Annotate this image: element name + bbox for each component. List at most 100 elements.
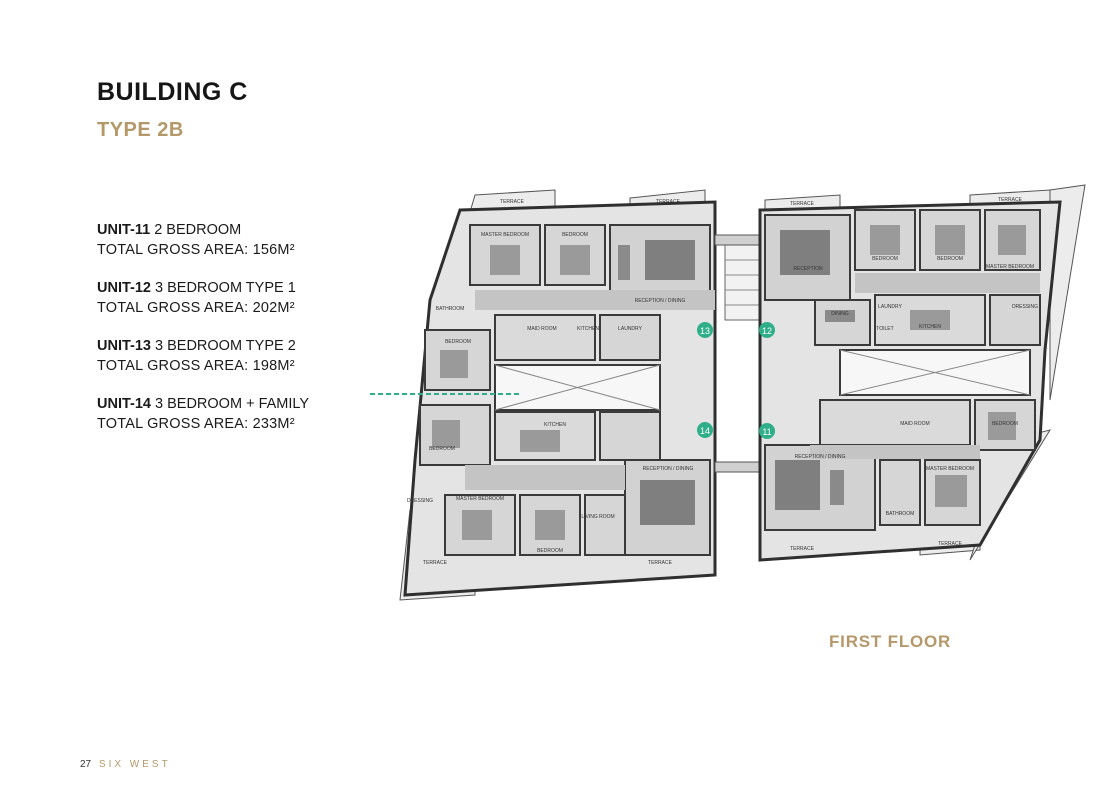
page-number: 27	[80, 759, 92, 770]
corridor	[855, 273, 1040, 293]
bridge	[714, 234, 761, 246]
room-label: BEDROOM	[445, 339, 471, 345]
room-label: KITCHEN	[577, 326, 599, 332]
unit-desc: 3 BEDROOM TYPE 2	[151, 338, 296, 354]
corridor	[810, 445, 980, 459]
room-label: MAID ROOM	[900, 421, 929, 427]
room-label: TERRACE	[790, 201, 815, 207]
unit-entry: UNIT-14 3 BEDROOM + FAMILY TOTAL GROSS A…	[97, 394, 347, 434]
unit-list: UNIT-11 2 BEDROOM TOTAL GROSS AREA: 156M…	[97, 220, 347, 452]
page-title: BUILDING C	[97, 78, 248, 106]
room-label: TERRACE	[656, 199, 681, 205]
unit-entry: UNIT-11 2 BEDROOM TOTAL GROSS AREA: 156M…	[97, 220, 347, 260]
room-label: TERRACE	[790, 546, 815, 552]
unit-entry: UNIT-12 3 BEDROOM TYPE 1 TOTAL GROSS ARE…	[97, 278, 347, 318]
bed	[988, 412, 1016, 440]
room-label: MASTER BEDROOM	[926, 466, 974, 472]
page-subtitle: TYPE 2B	[97, 119, 184, 141]
unit-marker-13	[697, 322, 713, 338]
sofa-set	[645, 240, 695, 280]
room	[814, 299, 871, 346]
room-label: MASTER BEDROOM	[986, 264, 1034, 270]
bridge	[714, 461, 761, 473]
right-building: 12 11 TERRACE TERRACE RECEPTION BEDROOM …	[758, 184, 1086, 562]
room-label: KITCHEN	[919, 324, 941, 330]
unit-area: TOTAL GROSS AREA: 156M²	[97, 242, 295, 258]
room-label: MASTER BEDROOM	[456, 496, 504, 502]
room-label: KITCHEN	[544, 422, 566, 428]
sofa-set	[780, 230, 830, 275]
room-label: DRESSING	[1012, 304, 1038, 310]
room	[819, 399, 971, 446]
bed	[560, 245, 590, 275]
room-label: BEDROOM	[937, 256, 963, 262]
room-label: BEDROOM	[562, 232, 588, 238]
room-label: LAUNDRY	[878, 304, 902, 310]
unit-desc: 3 BEDROOM + FAMILY	[151, 396, 310, 412]
unit-code: UNIT-14	[97, 396, 151, 412]
room-label: DRESSING	[407, 498, 433, 504]
room	[584, 494, 626, 556]
kitchen-island	[520, 430, 560, 452]
left-building: 13 14 TERRACE TERRACE MASTER BEDROOM BED…	[370, 189, 717, 601]
room-label: TERRACE	[998, 197, 1023, 203]
unit-marker-label: 13	[700, 326, 710, 336]
room	[599, 314, 661, 361]
room-label: BEDROOM	[537, 548, 563, 554]
unit-code: UNIT-12	[97, 280, 151, 296]
bed	[432, 420, 460, 448]
floor-plan: 13 14 TERRACE TERRACE MASTER BEDROOM BED…	[370, 184, 1086, 601]
room	[989, 294, 1041, 346]
room	[879, 459, 921, 526]
corridor	[475, 290, 715, 310]
room-label: RECEPTION	[793, 266, 823, 272]
kitchen-island	[910, 310, 950, 330]
room-label: BEDROOM	[992, 421, 1018, 427]
page-footer: 27 SIX WEST	[80, 759, 171, 770]
bed	[998, 225, 1026, 255]
bed	[490, 245, 520, 275]
unit-marker-11	[759, 423, 775, 439]
room-label: TERRACE	[423, 560, 448, 566]
room-label: LAUNDRY	[618, 326, 642, 332]
room-label: RECEPTION / DINING	[795, 454, 846, 460]
room-label: MASTER BEDROOM	[481, 232, 529, 238]
stair	[724, 244, 761, 321]
unit-code: UNIT-13	[97, 338, 151, 354]
room-label: TERRACE	[938, 541, 963, 547]
bed	[462, 510, 492, 540]
dining-table	[825, 310, 855, 322]
unit-marker-12	[759, 322, 775, 338]
unit-marker-label: 11	[762, 427, 771, 437]
unit-desc: 3 BEDROOM TYPE 1	[151, 280, 296, 296]
room-label: RECEPTION / DINING	[643, 466, 694, 472]
room-label: LIVING ROOM	[581, 514, 614, 520]
unit-desc: 2 BEDROOM	[150, 222, 242, 238]
unit-entry: UNIT-13 3 BEDROOM TYPE 2 TOTAL GROSS ARE…	[97, 336, 347, 376]
unit-marker-label: 12	[762, 326, 772, 336]
brand-name: SIX WEST	[98, 759, 171, 770]
room-label: BATHROOM	[436, 306, 465, 312]
room-label: BEDROOM	[872, 256, 898, 262]
room-label: TERRACE	[648, 560, 673, 566]
room-label: TERRACE	[500, 199, 525, 205]
room-label: MAID ROOM	[527, 326, 556, 332]
dining-table	[830, 470, 844, 505]
room	[599, 411, 661, 461]
unit-area: TOTAL GROSS AREA: 198M²	[97, 358, 295, 374]
dining-table	[618, 245, 630, 280]
unit-area: TOTAL GROSS AREA: 233M²	[97, 416, 295, 432]
room-label: TOILET	[876, 326, 893, 332]
room-label: RECEPTION / DINING	[635, 298, 686, 304]
unit-code: UNIT-11	[97, 222, 151, 238]
bed	[535, 510, 565, 540]
unit-marker-label: 14	[700, 426, 710, 436]
corridor	[465, 465, 625, 490]
unit-area: TOTAL GROSS AREA: 202M²	[97, 300, 295, 316]
room-label: BATHROOM	[886, 511, 915, 517]
room	[494, 314, 596, 361]
room-label: DINING	[831, 311, 849, 317]
bed	[440, 350, 468, 378]
floor-label: FIRST FLOOR	[829, 632, 952, 651]
room	[919, 209, 981, 271]
